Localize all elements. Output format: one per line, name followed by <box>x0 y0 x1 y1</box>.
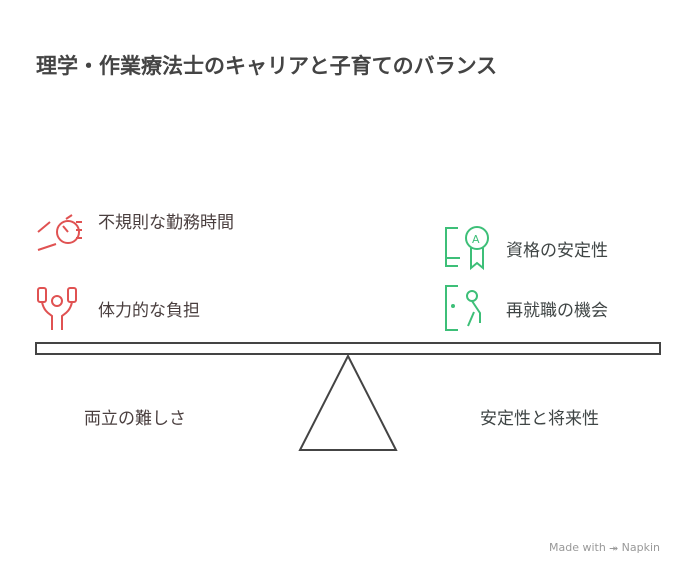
page-title: 理学・作業療法士のキャリアと子育てのバランス <box>36 54 498 78</box>
left-item-1: 不規則な勤務時間 <box>98 213 234 233</box>
seesaw-beam <box>35 342 661 355</box>
right-item-1: 資格の安定性 <box>506 241 608 261</box>
svg-text:A: A <box>472 233 480 246</box>
seesaw-fulcrum <box>298 353 398 451</box>
weightlifter-icon <box>37 287 77 330</box>
left-caption: 両立の難しさ <box>84 409 186 429</box>
footer-credit: Made with ⯮ Napkin <box>549 541 660 554</box>
stopwatch-hand-icon <box>37 214 82 251</box>
person-door-icon <box>445 285 481 331</box>
right-caption: 安定性と将来性 <box>480 409 599 429</box>
left-item-2: 体力的な負担 <box>98 301 200 321</box>
certificate-icon: A <box>445 226 489 271</box>
right-item-2: 再就職の機会 <box>506 301 608 321</box>
